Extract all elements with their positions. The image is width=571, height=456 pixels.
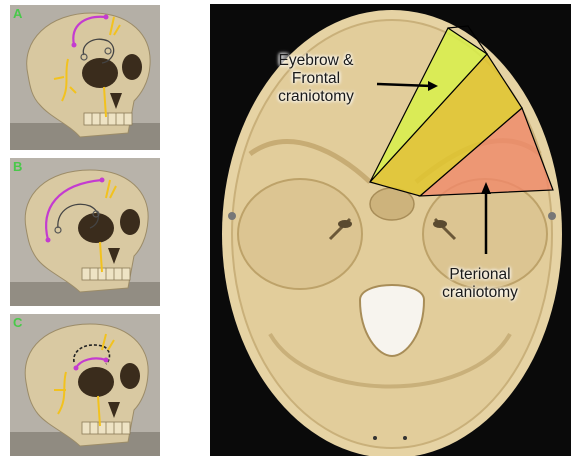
skull-illustration-b xyxy=(10,158,160,306)
panel-b-label: B xyxy=(13,159,22,174)
pterional-label-line1: Pterional xyxy=(420,266,540,284)
panel-b-skull-photo: B xyxy=(10,158,160,306)
skull-illustration-c xyxy=(10,314,160,456)
panel-c-label: C xyxy=(13,315,22,330)
panel-a-label: A xyxy=(13,6,22,21)
panel-a-skull-photo: A xyxy=(10,5,160,150)
skull-base-photo: Eyebrow & Frontal craniotomy Pterional c… xyxy=(210,4,571,456)
panel-c-skull-photo: C xyxy=(10,314,160,456)
eyebrow-frontal-craniotomy-label: Eyebrow & Frontal craniotomy xyxy=(256,52,376,106)
pterional-label-line2: craniotomy xyxy=(420,284,540,302)
eyebrow-label-line2: Frontal xyxy=(256,70,376,88)
pterional-craniotomy-label: Pterional craniotomy xyxy=(420,266,540,302)
skull-illustration-a xyxy=(10,5,160,150)
eyebrow-label-line3: craniotomy xyxy=(256,88,376,106)
eyebrow-label-line1: Eyebrow & xyxy=(256,52,376,70)
